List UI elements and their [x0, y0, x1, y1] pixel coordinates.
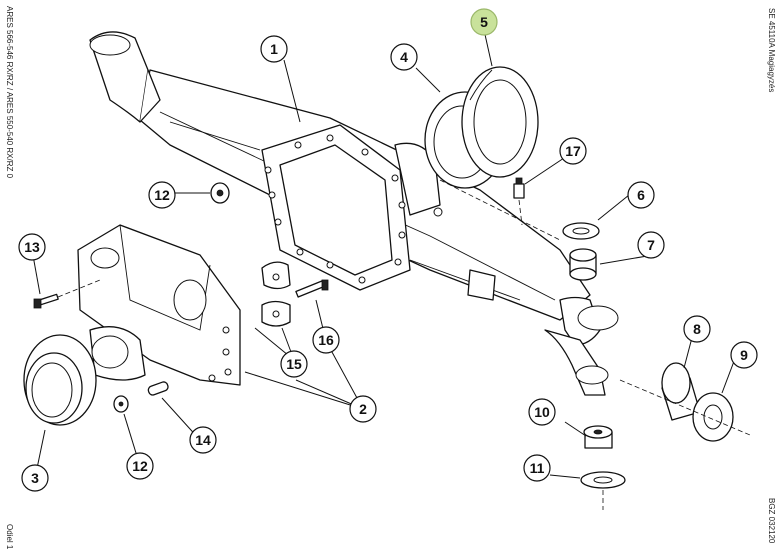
- callout-6: 6: [627, 181, 655, 209]
- seal-ring-right: [619, 379, 751, 442]
- svg-text:16: 16: [318, 332, 334, 348]
- svg-text:4: 4: [400, 49, 408, 65]
- svg-text:10: 10: [534, 404, 550, 420]
- callout-14: 14: [189, 426, 217, 454]
- axle-housing: [89, 31, 619, 396]
- bolt-small: [33, 279, 101, 309]
- callout-2: 2: [349, 395, 377, 423]
- callout-3: 3: [21, 464, 49, 492]
- svg-text:12: 12: [132, 458, 148, 474]
- callout-11: 11: [523, 454, 551, 482]
- callout-1: 1: [260, 35, 288, 63]
- callout-4: 4: [390, 43, 418, 71]
- callout-15: 15: [280, 350, 308, 378]
- thrust-washer-bottom: [580, 471, 626, 510]
- svg-text:1: 1: [270, 41, 278, 57]
- callout-12-bottom: 12: [126, 452, 154, 480]
- svg-text:6: 6: [637, 187, 645, 203]
- callout-9: 9: [730, 341, 758, 369]
- svg-text:14: 14: [195, 432, 211, 448]
- bushing-top: [210, 182, 230, 204]
- dowel-pin: [147, 381, 169, 396]
- svg-text:5: 5: [480, 14, 488, 30]
- callout-10: 10: [528, 398, 556, 426]
- callout-7: 7: [637, 231, 665, 259]
- wheel-bearing: [424, 66, 561, 241]
- kingpin-bushing-top: [569, 248, 597, 281]
- svg-text:17: 17: [565, 143, 581, 159]
- callout-17: 17: [559, 137, 587, 165]
- svg-text:8: 8: [693, 321, 701, 337]
- ring-seal-left: [23, 334, 97, 426]
- split-bracket: [261, 261, 291, 327]
- svg-text:7: 7: [647, 237, 655, 253]
- svg-text:2: 2: [359, 401, 367, 417]
- gear-housing: [77, 224, 241, 386]
- callout-5: 5: [470, 8, 498, 36]
- bolt: [295, 279, 329, 298]
- callout-12-top: 12: [148, 181, 176, 209]
- bushing-bottom: [113, 395, 129, 413]
- callout-13: 13: [18, 233, 46, 261]
- svg-text:9: 9: [740, 347, 748, 363]
- svg-text:12: 12: [154, 187, 170, 203]
- svg-text:13: 13: [24, 239, 40, 255]
- callout-16: 16: [312, 326, 340, 354]
- svg-text:3: 3: [31, 470, 39, 486]
- grease-fitting: [513, 177, 525, 226]
- svg-text:11: 11: [530, 460, 545, 476]
- kingpin-bushing-bottom: [583, 425, 613, 449]
- callout-8: 8: [683, 315, 711, 343]
- svg-text:15: 15: [286, 356, 302, 372]
- thrust-washer-top: [562, 222, 600, 240]
